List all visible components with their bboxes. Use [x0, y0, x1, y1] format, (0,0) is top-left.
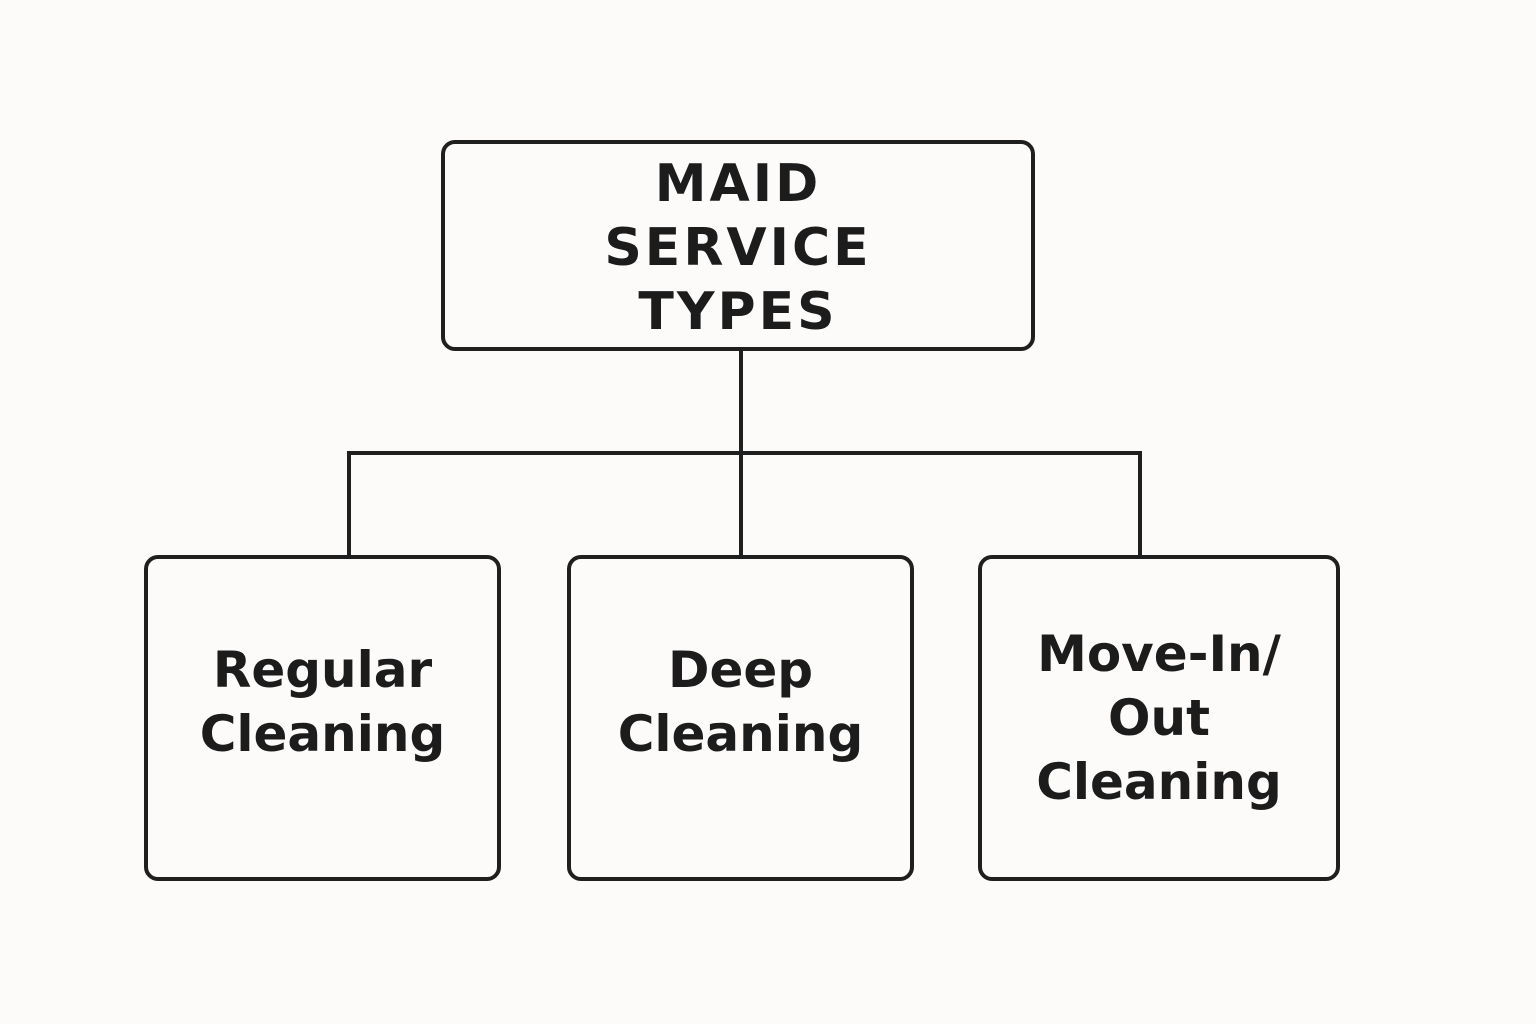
- node-deep-cleaning: Deep Cleaning: [567, 555, 914, 881]
- root-node-label: MAID SERVICE TYPES: [604, 153, 872, 342]
- node-move-in-out-cleaning-label: Move-In/ Out Cleaning: [1036, 625, 1282, 811]
- node-regular-cleaning: Regular Cleaning: [144, 555, 501, 881]
- node-deep-cleaning-label: Deep Cleaning: [617, 641, 864, 763]
- node-move-in-out-cleaning: Move-In/ Out Cleaning: [978, 555, 1340, 881]
- node-regular-cleaning-label: Regular Cleaning: [199, 641, 446, 763]
- root-node: MAID SERVICE TYPES: [441, 140, 1035, 351]
